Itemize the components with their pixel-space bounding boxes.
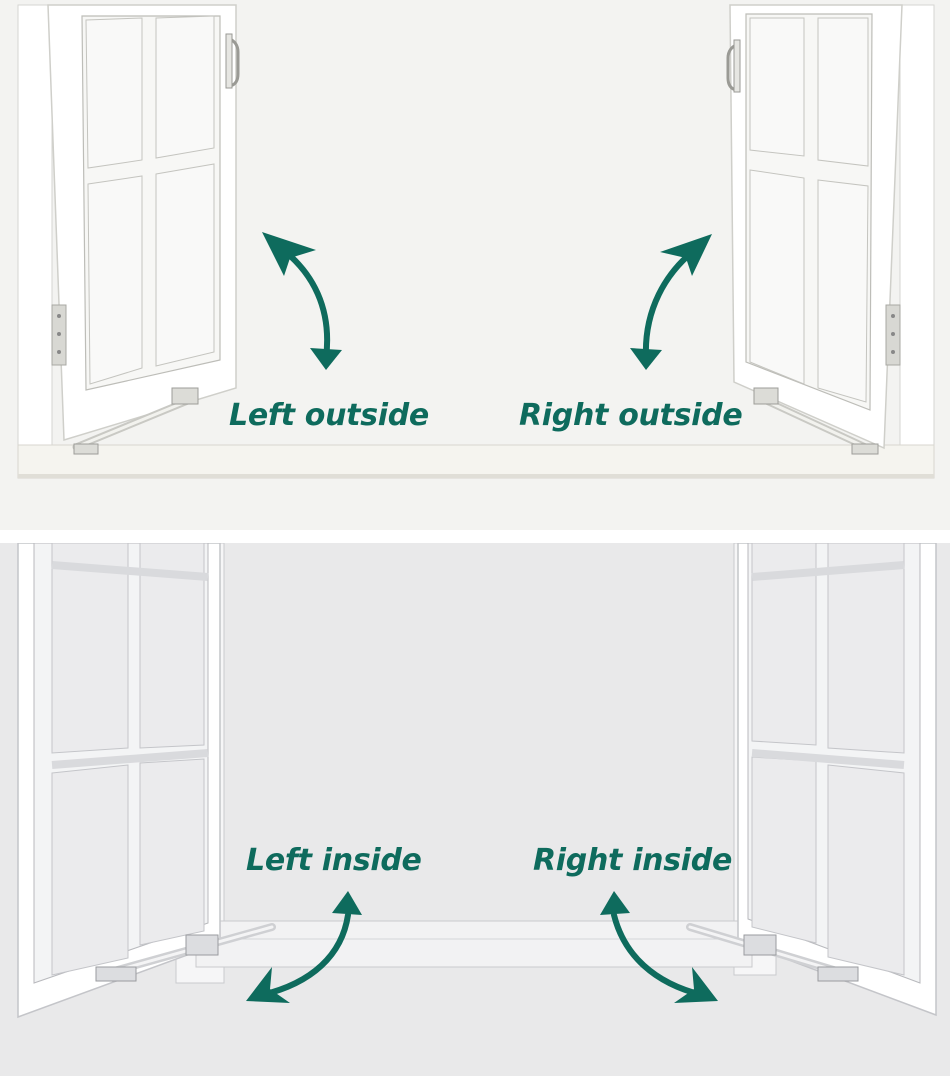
window-stay-hardware-icon [95,923,276,982]
outside-opening-panel: Left outside Right outside [0,0,950,530]
outside-window-illustration [17,4,935,479]
left-outside-label: Left outside [229,398,429,433]
right-sash [737,543,937,1017]
inside-window-illustration [17,543,937,1019]
hinge-icon [51,304,67,366]
left-sash [17,543,221,1019]
left-inside-label: Left inside [246,843,422,878]
outer-window-frame [17,4,935,479]
curved-double-arrow-icon [246,891,362,1003]
curved-double-arrow-icon [262,232,342,370]
window-stay-hardware-icon [72,387,199,455]
window-stay-hardware-icon [686,923,859,982]
hinge-icon [885,304,901,366]
window-handle-icon [225,33,240,89]
right-outside-label: Right outside [519,398,743,433]
inner-window-frame [175,543,777,984]
curved-double-arrow-icon [600,891,718,1003]
curved-double-arrow-icon [630,234,712,370]
left-sash [47,4,240,441]
window-handle-icon [726,39,741,93]
right-sash [726,4,903,450]
inside-opening-panel: Left inside Right inside [0,543,950,1076]
right-inside-label: Right inside [533,843,733,878]
window-stay-hardware-icon [753,387,879,455]
